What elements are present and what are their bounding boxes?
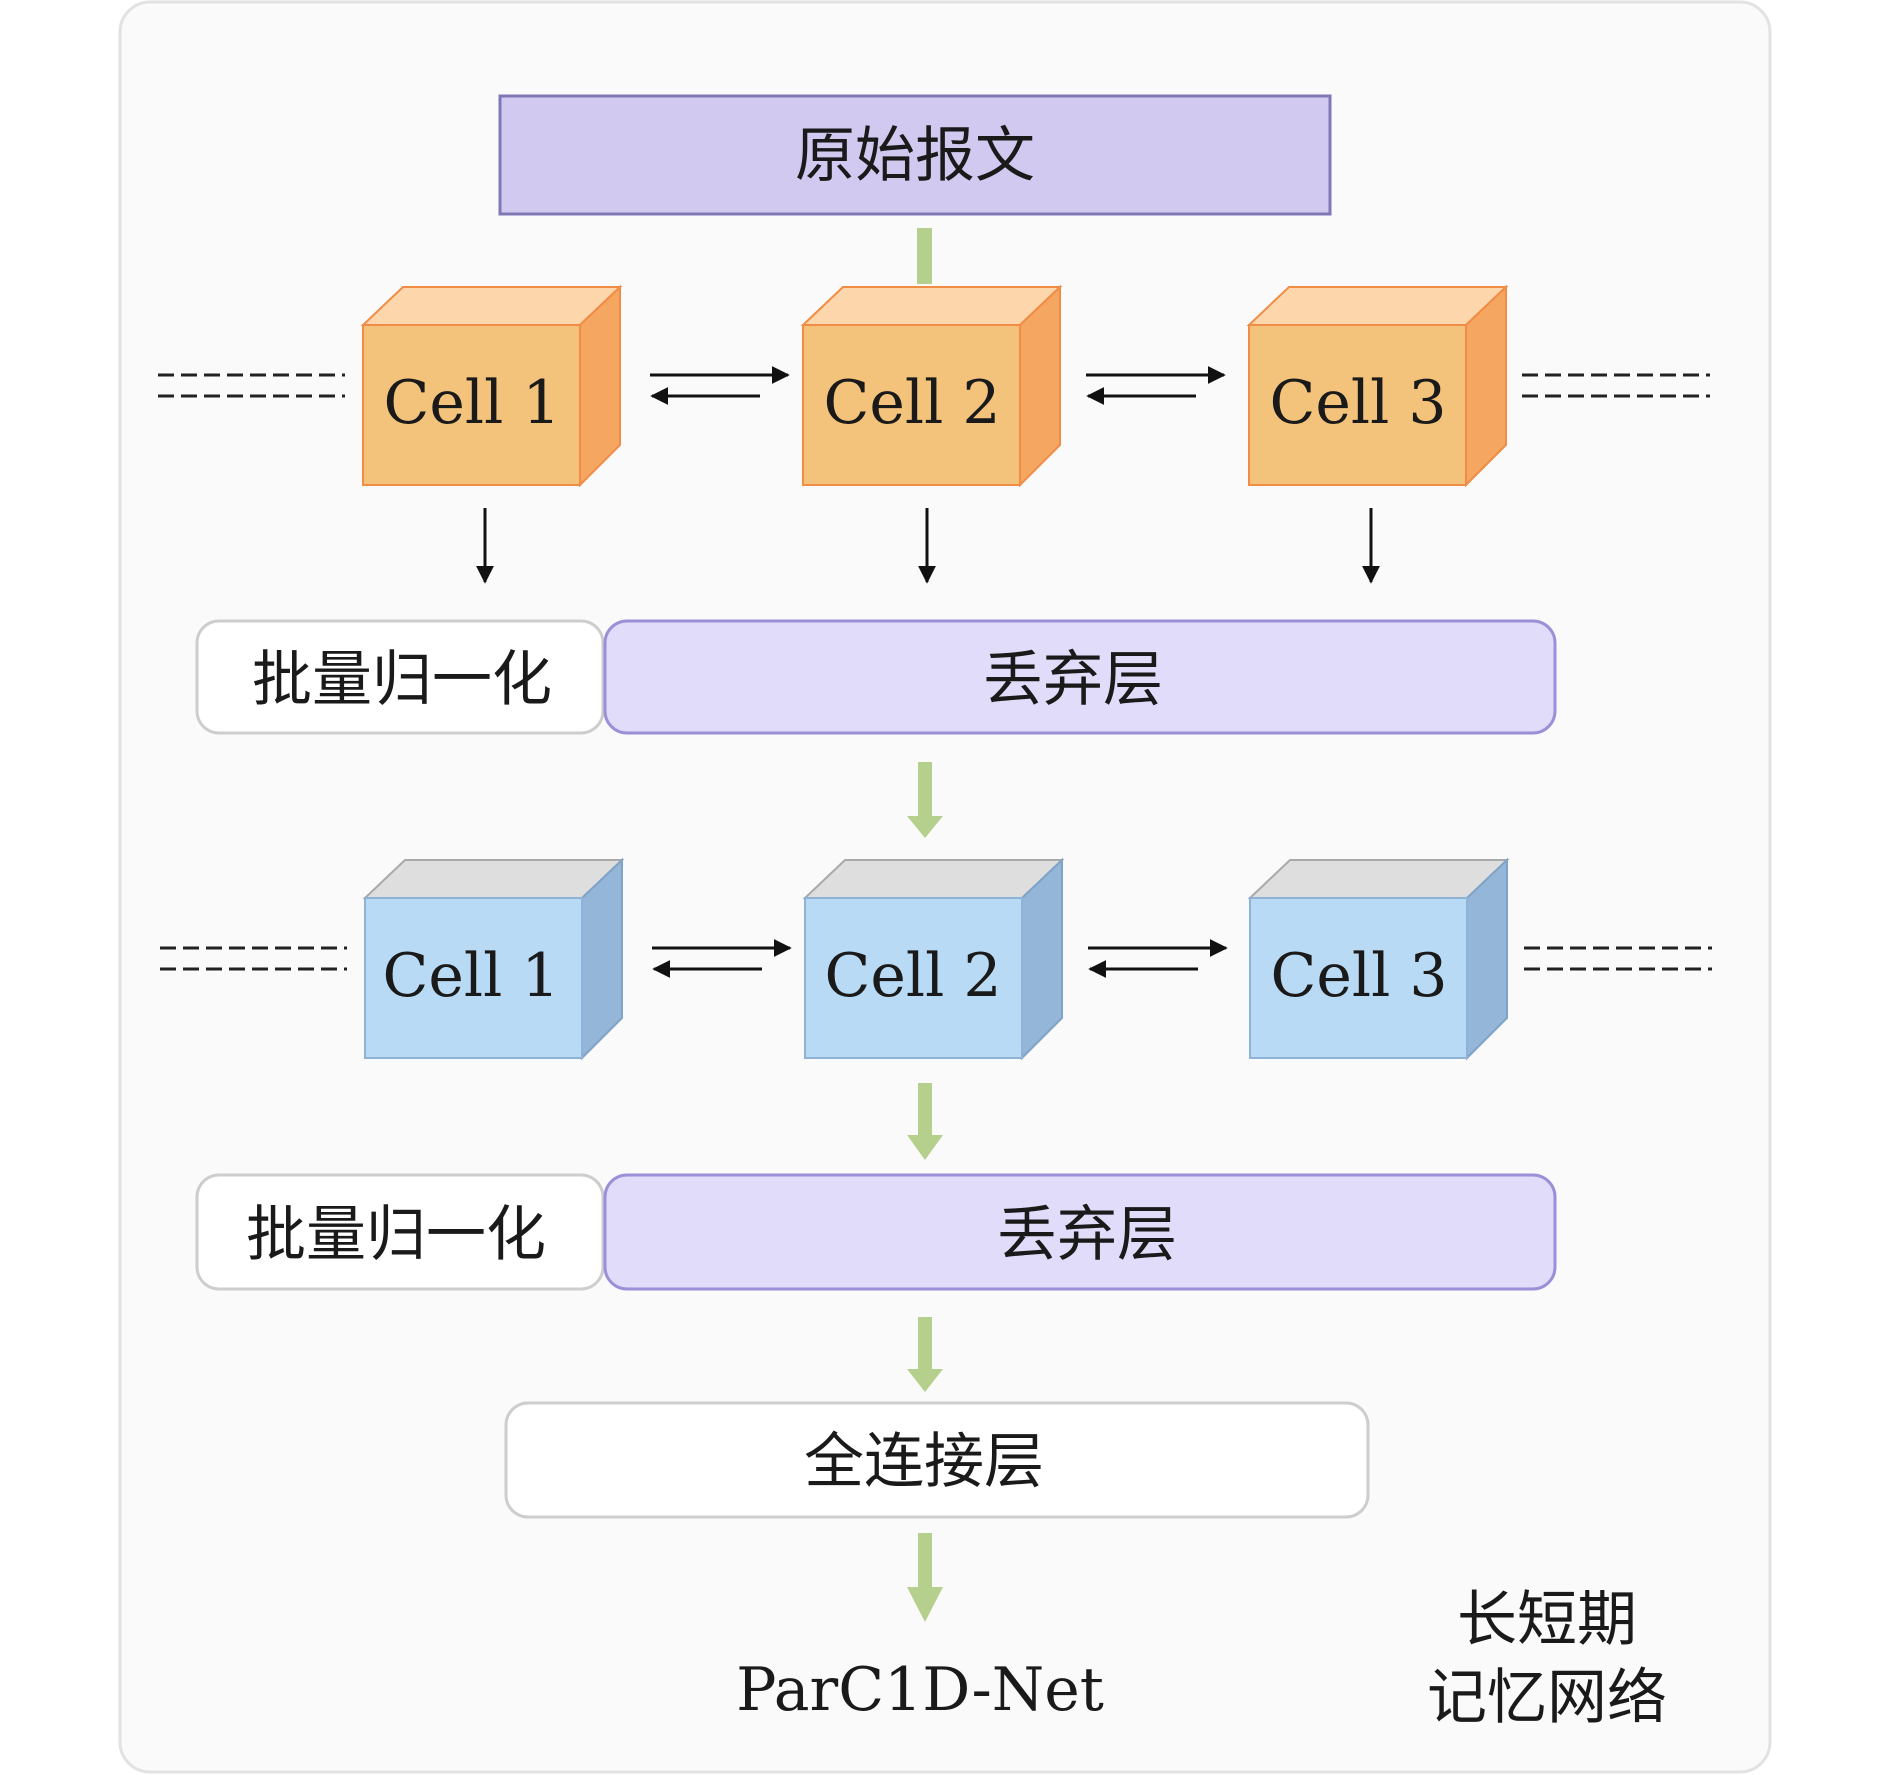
lstm1-cell-2-top	[800, 286, 1063, 326]
corner-note: 长短期 记忆网络	[1427, 1585, 1667, 1733]
lstm1-cell-2-label: Cell 2	[823, 368, 1000, 438]
lstm2-dashes-left	[160, 946, 347, 971]
lstm2-cell-2: Cell 2	[802, 857, 1065, 1061]
corner-note-line2: 记忆网络	[1427, 1663, 1667, 1733]
lstm2-bidirectional-arrows-2-3	[1088, 939, 1228, 978]
lstm1-bidirectional-arrows-2-3	[1086, 366, 1226, 405]
lstm1-cell-1: Cell 1	[360, 284, 623, 488]
lstm-layer-1: Cell 1 Cell 2 Cell 3	[158, 284, 1710, 584]
lstm1-bidirectional-arrows-1-2	[650, 366, 790, 405]
flow-arrow-row2-to-dense	[907, 1317, 943, 1392]
dropout-box-2	[603, 1173, 1557, 1291]
lstm1-cell-3: Cell 3	[1246, 284, 1509, 488]
lstm1-cell-2: Cell 2	[800, 284, 1063, 488]
lstm2-cell-3: Cell 3	[1247, 857, 1510, 1061]
lstm2-cell-1: Cell 1	[362, 857, 625, 1061]
lstm1-cell-3-front	[1248, 324, 1467, 486]
lstm2-cell-2-top	[802, 859, 1065, 899]
corner-note-line1: 长短期	[1457, 1585, 1637, 1655]
norm-row-2: 批量归一化 丢弃层	[195, 1173, 1557, 1291]
lstm2-cell-1-front	[364, 897, 583, 1059]
lstm2-cell-2-label: Cell 2	[824, 941, 1001, 1011]
lstm1-down-arrows	[476, 508, 1380, 584]
batch-norm-box-1	[195, 619, 605, 735]
dense-label: 全连接层	[804, 1427, 1044, 1497]
flow-arrow-input-to-layer1	[917, 228, 932, 284]
lstm1-dashes-left	[158, 373, 345, 398]
dense-block: 全连接层	[504, 1401, 1370, 1519]
input-box	[498, 94, 1332, 216]
lstm1-cell-1-top	[360, 286, 623, 326]
batch-norm-label-1: 批量归一化	[252, 645, 552, 715]
output-label: ParC1D-Net	[736, 1655, 1104, 1725]
lstm1-cell-3-top	[1246, 286, 1509, 326]
batch-norm-label-2: 批量归一化	[246, 1200, 546, 1270]
lstm2-cell-3-front	[1249, 897, 1468, 1059]
input-block: 原始报文	[498, 94, 1332, 216]
lstm1-dashes-right	[1522, 373, 1710, 398]
lstm2-dashes-right	[1524, 946, 1712, 971]
dropout-label-2: 丢弃层	[997, 1200, 1177, 1270]
flow-arrow-dense-to-output	[907, 1533, 943, 1622]
flow-arrow-row1-to-layer2	[907, 762, 943, 838]
dense-box	[504, 1401, 1370, 1519]
lstm1-cell-1-front	[362, 324, 581, 486]
lstm2-bidirectional-arrows-1-2	[652, 939, 792, 978]
lstm1-cell-3-label: Cell 3	[1269, 368, 1446, 438]
lstm2-cell-2-front	[804, 897, 1023, 1059]
lstm1-cell-1-label: Cell 1	[383, 368, 560, 438]
lstm-layer-2: Cell 1 Cell 2 Cell 3	[160, 857, 1712, 1061]
lstm2-cell-1-label: Cell 1	[382, 941, 559, 1011]
lstm2-cell-3-label: Cell 3	[1270, 941, 1447, 1011]
dropout-label-1: 丢弃层	[983, 645, 1163, 715]
lstm1-cell-2-front	[802, 324, 1021, 486]
flow-arrow-layer2-to-row2	[907, 1083, 943, 1160]
lstm2-cell-1-top	[362, 859, 625, 899]
lstm2-cell-3-top	[1247, 859, 1510, 899]
input-label: 原始报文	[795, 121, 1035, 191]
dropout-box-1	[603, 619, 1557, 735]
norm-row-1: 批量归一化 丢弃层	[195, 619, 1557, 735]
batch-norm-box-2	[195, 1173, 605, 1291]
